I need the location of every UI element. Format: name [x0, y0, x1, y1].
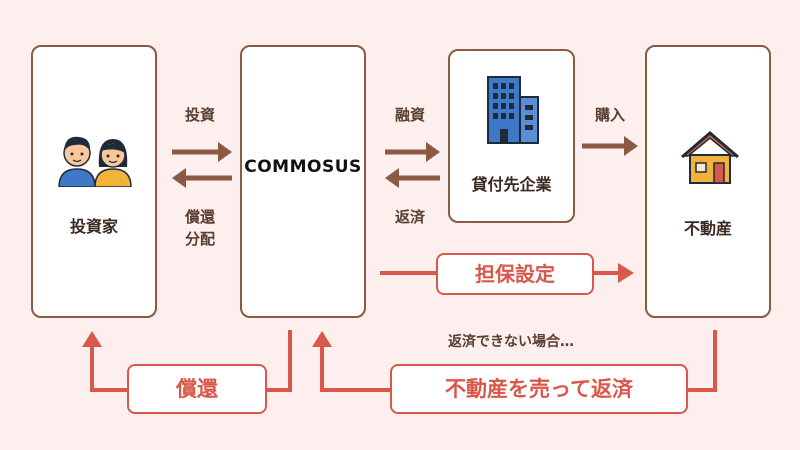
property-box: 不動産	[645, 45, 771, 318]
commosus-logo: COMMOSUS	[244, 157, 362, 177]
repay-label-line1: 償還	[184, 208, 215, 226]
investor-label: 投資家	[69, 217, 118, 236]
distribute-label-line2: 分配	[184, 230, 215, 248]
borrower-label: 貸付先企業	[471, 175, 552, 194]
property-label: 不動産	[683, 219, 732, 238]
investor-box: 投資家	[31, 45, 157, 318]
invest-arrow	[172, 142, 232, 162]
collateral-pill: 担保設定	[436, 253, 594, 295]
redemption-pill: 償還	[127, 364, 267, 414]
purchase-arrow	[582, 136, 638, 156]
office-building-icon	[487, 76, 539, 144]
loan-arrow	[385, 142, 440, 162]
loan-label: 融資	[394, 106, 425, 124]
house-icon	[681, 131, 739, 184]
sell-repay-pill: 不動産を売って返済	[390, 364, 688, 414]
commosus-box: COMMOSUS	[240, 45, 366, 318]
borrower-box: 貸付先企業	[448, 49, 575, 223]
repay-distribute-label: 償還 分配	[168, 206, 232, 250]
repayment-label: 返済	[394, 208, 425, 226]
invest-label: 投資	[184, 106, 215, 124]
default-note: 返済できない場合…	[448, 334, 574, 350]
repayment-arrow	[385, 168, 440, 188]
investor-people-icon	[58, 136, 132, 187]
purchase-label: 購入	[594, 106, 625, 124]
return-arrow-to-investor	[172, 168, 232, 188]
